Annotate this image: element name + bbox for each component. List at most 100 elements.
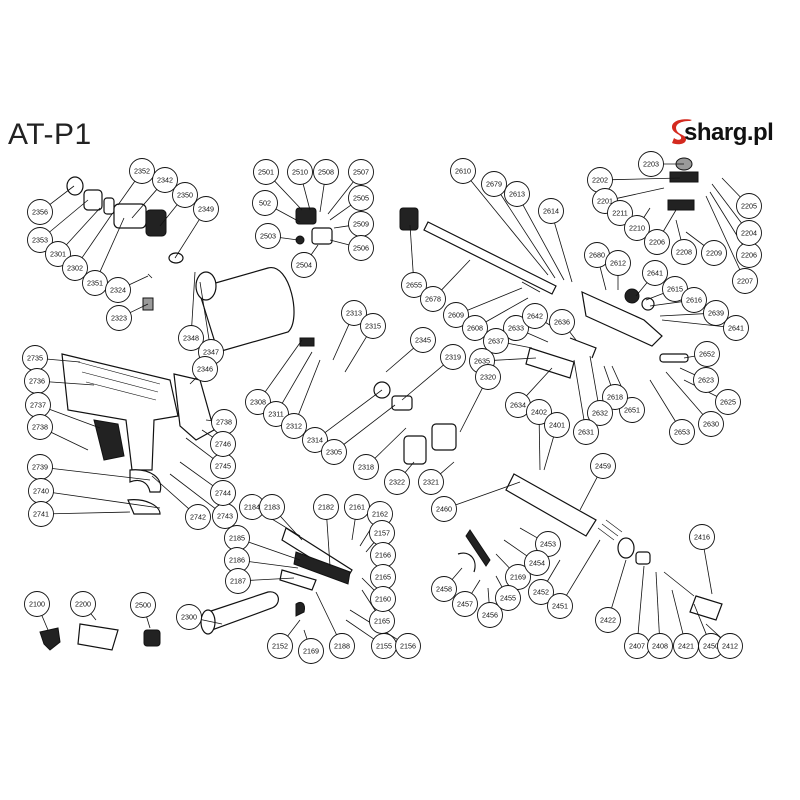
leader-line-2615 <box>645 293 664 301</box>
callout-number: 2505 <box>353 194 369 203</box>
callout-circle <box>528 579 554 605</box>
leader-line-2503 <box>280 237 299 241</box>
callout-number: 2416 <box>694 533 710 542</box>
part-sketch-8 <box>197 267 295 353</box>
callout-circle <box>384 469 410 495</box>
callout-circle <box>736 220 762 246</box>
callout-number: 2204 <box>741 229 757 238</box>
leader-line-2608 <box>485 297 529 323</box>
callout-2300: 2300 <box>176 604 202 630</box>
callout-2206-b: 2206 <box>736 242 762 268</box>
leader-line-2207 <box>705 195 741 270</box>
callout-number: 2639 <box>708 309 724 318</box>
leader-line-2653 <box>649 379 676 422</box>
callout-number: 2459 <box>595 462 611 471</box>
callout-2416: 2416 <box>689 524 715 550</box>
callout-number: 2342 <box>157 176 173 185</box>
callout-number: 2206 <box>741 251 757 260</box>
part-sketch-20 <box>659 353 689 363</box>
callout-circle <box>703 300 729 326</box>
callout-number: 2407 <box>629 642 645 651</box>
callout-number: 2451 <box>552 602 568 611</box>
leader-line-2408 <box>655 571 660 634</box>
callout-number: 2356 <box>32 208 48 217</box>
callout-circle <box>370 586 396 612</box>
callout-number: 2745 <box>215 462 231 471</box>
leader-line-2401 <box>543 436 554 471</box>
callout-number: 2633 <box>508 324 524 333</box>
leader-line-2738 <box>51 432 89 451</box>
part-sketch-0 <box>66 176 84 196</box>
callout-2746: 2746 <box>210 431 236 457</box>
callout-2736: 2736 <box>24 368 50 394</box>
callout-number: 2506 <box>353 244 369 253</box>
callout-circle <box>605 250 631 276</box>
callout-number: 2509 <box>353 220 369 229</box>
callout-2609: 2609 <box>443 302 469 328</box>
callout-number: 2155 <box>376 642 392 651</box>
callout-circle <box>694 341 720 367</box>
callout-number: 2300 <box>181 613 197 622</box>
part-sketch-40 <box>295 601 305 617</box>
part-sketch-44 <box>635 551 651 565</box>
callout-2348: 2348 <box>178 325 204 351</box>
callout-number: 2641 <box>728 324 744 333</box>
part-sketch-47 <box>457 552 476 573</box>
callout-number: 2631 <box>578 428 594 437</box>
leader-line-2634 <box>526 367 553 397</box>
callout-number: 2623 <box>698 376 714 385</box>
leader-line-2739 <box>52 468 151 481</box>
callout-circle <box>313 159 339 185</box>
callout-number: 2187 <box>230 577 246 586</box>
callout-2313: 2313 <box>341 300 367 326</box>
callout-circle <box>185 504 211 530</box>
callout-number: 2457 <box>457 600 473 609</box>
callout-circle <box>62 255 88 281</box>
callout-2315: 2315 <box>360 313 386 339</box>
callout-2678: 2678 <box>420 286 446 312</box>
leader-line-2679 <box>500 194 556 279</box>
leader-line-2736 <box>49 381 95 386</box>
callout-2510: 2510 <box>287 159 313 185</box>
leader-line-2318 <box>374 427 407 459</box>
callout-circle <box>281 413 307 439</box>
callout-circle <box>193 196 219 222</box>
leader-line-2509 <box>333 225 349 229</box>
callout-circle <box>717 633 743 659</box>
callout-circle <box>313 494 339 520</box>
callout-number: 2186 <box>229 556 245 565</box>
callout-circle <box>732 268 758 294</box>
leader-line-2452 <box>547 559 561 582</box>
callout-number: 2743 <box>217 512 233 521</box>
leader-line-2623 <box>679 367 695 376</box>
callout-number: 2653 <box>674 428 690 437</box>
brand-swoosh-icon <box>672 119 692 145</box>
leader-line-2183 <box>280 515 303 541</box>
callout-2452: 2452 <box>528 579 554 605</box>
callout-2321: 2321 <box>418 469 444 495</box>
callout-2505: 2505 <box>348 185 374 211</box>
part-sketch-52 <box>207 591 279 631</box>
callout-number: 2455 <box>500 594 516 603</box>
callout-circle <box>287 159 313 185</box>
page-title: AT-P1 <box>8 118 92 151</box>
callout-circle <box>524 550 550 576</box>
callout-circle <box>450 158 476 184</box>
leader-line-2201 <box>617 187 665 199</box>
callout-number: 2166 <box>375 551 391 560</box>
callout-2456: 2456 <box>477 602 503 628</box>
callout-2507: 2507 <box>348 159 374 185</box>
callout-circle <box>210 431 236 457</box>
callout-number: 2301 <box>50 250 66 259</box>
callout-number: 2209 <box>706 249 722 258</box>
callout-circle <box>723 315 749 341</box>
callout-2342: 2342 <box>152 167 178 193</box>
callout-2165-b: 2165 <box>369 608 395 634</box>
callout-2501: 2501 <box>253 159 279 185</box>
callout-number: 2169 <box>303 647 319 656</box>
callout-circle <box>431 496 457 522</box>
callout-2623: 2623 <box>693 367 719 393</box>
part-sketch-33 <box>173 373 215 441</box>
leader-line-2508 <box>319 184 325 213</box>
